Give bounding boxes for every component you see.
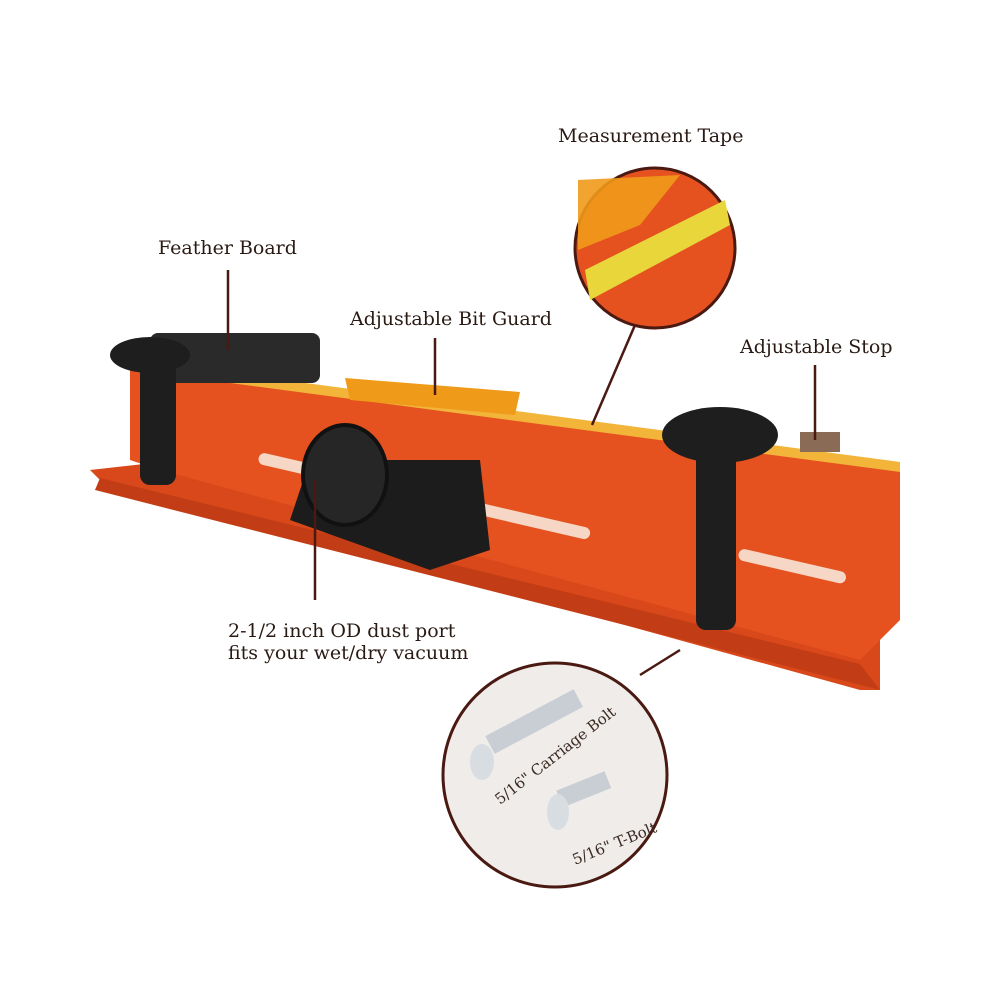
carriage-bolt bbox=[485, 689, 583, 754]
feather-board-label: Feather Board bbox=[158, 237, 297, 259]
dust-port-label-line2: fits your wet/dry vacuum bbox=[228, 642, 469, 664]
dust-port-label-line1: 2-1/2 inch OD dust port bbox=[228, 620, 456, 642]
knob-left bbox=[110, 337, 190, 373]
t-bolt bbox=[556, 771, 612, 808]
fence-slot bbox=[738, 549, 846, 584]
tape-strip bbox=[585, 200, 730, 300]
adjustable-stop-label: Adjustable Stop bbox=[740, 336, 893, 358]
bit-guard bbox=[345, 378, 520, 415]
feather-board bbox=[150, 333, 320, 383]
knob-right bbox=[662, 407, 778, 463]
carriage-bolt-head bbox=[470, 744, 494, 780]
knob-post-left bbox=[140, 360, 176, 485]
guard-detail bbox=[578, 175, 680, 250]
knob-post-right bbox=[696, 440, 736, 630]
fence-lip bbox=[95, 478, 880, 690]
measurement-tape-label: Measurement Tape bbox=[558, 125, 744, 147]
bit-guard-label: Adjustable Bit Guard bbox=[350, 308, 552, 330]
dust-port bbox=[301, 423, 389, 527]
hardware-inset bbox=[441, 661, 669, 889]
t-bolt-head bbox=[547, 794, 569, 830]
adjustable-stop bbox=[800, 432, 840, 452]
